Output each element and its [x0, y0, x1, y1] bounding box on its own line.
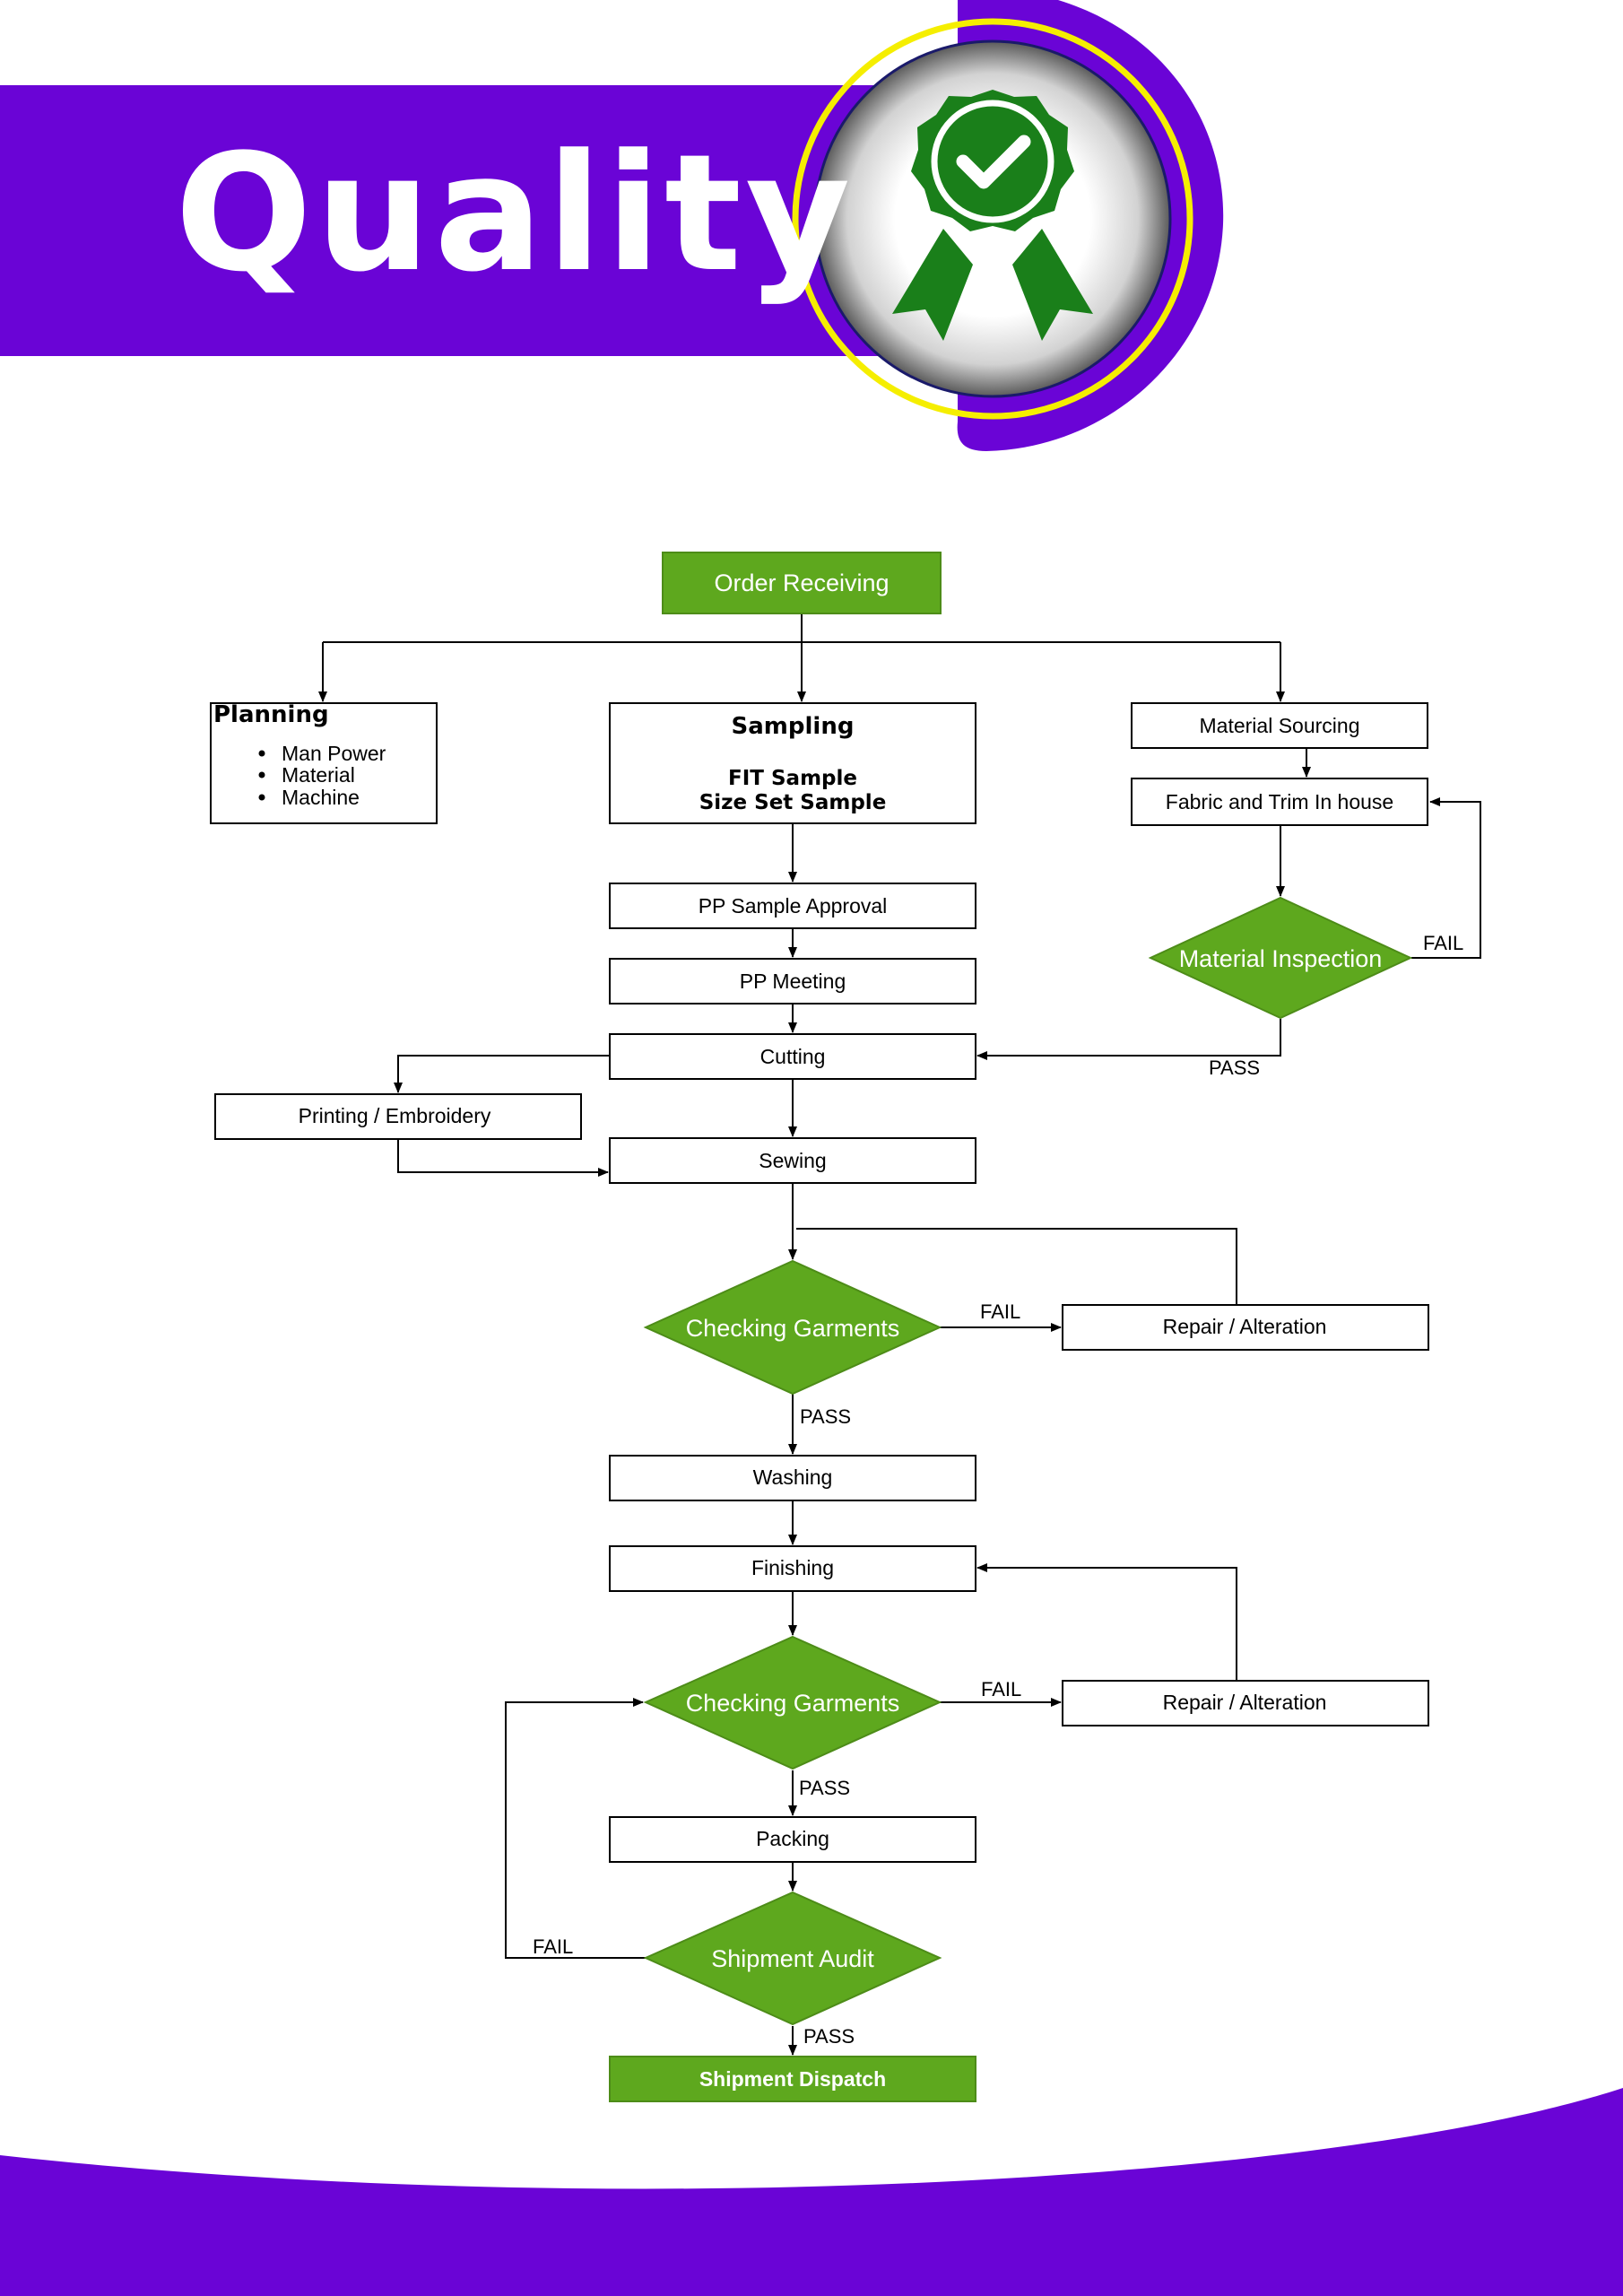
node-shipment-audit: Shipment Audit — [643, 1891, 942, 2026]
node-label: Packing — [756, 1827, 829, 1850]
node-finishing: Finishing — [609, 1545, 976, 1592]
sampling-line: Size Set Sample — [699, 791, 887, 814]
node-planning: Planning Man Power Material Machine — [210, 701, 438, 824]
node-label: Fabric and Trim In house — [1166, 790, 1393, 813]
node-repair-alteration-2: Repair / Alteration — [1062, 1680, 1429, 1726]
node-cutting: Cutting — [609, 1033, 976, 1080]
node-label: Shipment Audit — [711, 1945, 874, 1972]
sampling-title: Sampling — [732, 713, 855, 740]
node-material-sourcing: Material Sourcing — [1131, 702, 1428, 749]
node-pp-meeting: PP Meeting — [609, 958, 976, 1004]
connectors — [318, 613, 1481, 2056]
node-label: Printing / Embroidery — [299, 1104, 491, 1127]
node-label: Checking Garments — [686, 1690, 900, 1717]
node-repair-alteration-1: Repair / Alteration — [1062, 1304, 1429, 1351]
edge-label-fail: FAIL — [533, 1935, 573, 1958]
edge-label-pass: PASS — [1209, 1057, 1260, 1079]
node-packing: Packing — [609, 1816, 976, 1863]
edge-label-pass: PASS — [800, 1405, 851, 1428]
node-label: Repair / Alteration — [1163, 1315, 1327, 1338]
planning-title: Planning — [213, 701, 329, 728]
node-sewing: Sewing — [609, 1137, 976, 1184]
node-pp-sample-approval: PP Sample Approval — [609, 883, 976, 929]
node-label: PP Meeting — [740, 970, 846, 993]
node-label: Sewing — [759, 1149, 826, 1172]
node-printing-embroidery: Printing / Embroidery — [214, 1093, 582, 1140]
node-label: Checking Garments — [686, 1315, 900, 1342]
sampling-line: FIT Sample — [728, 767, 857, 790]
node-order-receiving: Order Receiving — [662, 552, 942, 614]
node-label: Repair / Alteration — [1163, 1691, 1327, 1714]
node-fabric-trim: Fabric and Trim In house — [1131, 778, 1428, 826]
page-title: Quality — [175, 120, 854, 308]
footer-wave — [0, 2088, 1623, 2296]
node-label: Cutting — [760, 1045, 826, 1068]
node-label: PP Sample Approval — [699, 894, 888, 918]
edge-label-fail: FAIL — [981, 1678, 1021, 1700]
header-band — [0, 85, 897, 356]
award-ribbon-check-icon — [892, 90, 1093, 341]
edge-label-fail: FAIL — [1423, 932, 1463, 954]
node-material-inspection: Material Inspection — [1148, 896, 1413, 1020]
edge-label-pass: PASS — [799, 1777, 850, 1799]
node-checking-garments-2: Checking Garments — [643, 1635, 942, 1770]
node-label: Material Sourcing — [1200, 714, 1360, 737]
node-label: Finishing — [751, 1556, 834, 1579]
edge-labels: FAIL PASS FAIL PASS FAIL PASS FAIL PASS — [533, 932, 1463, 2048]
edge-label-pass: PASS — [803, 2025, 855, 2048]
node-label: Washing — [753, 1465, 833, 1489]
node-label: Material Inspection — [1179, 945, 1383, 972]
node-sampling: Sampling FIT Sample Size Set Sample — [609, 702, 976, 824]
header: Quality — [0, 0, 1224, 451]
planning-item: Material — [282, 763, 355, 787]
node-washing: Washing — [609, 1455, 976, 1501]
node-checking-garments-1: Checking Garments — [643, 1259, 942, 1396]
node-label: Shipment Dispatch — [699, 2067, 886, 2091]
planning-item: Machine — [282, 786, 360, 809]
node-shipment-dispatch: Shipment Dispatch — [609, 2056, 976, 2102]
edge-label-fail: FAIL — [980, 1300, 1020, 1323]
planning-item: Man Power — [282, 742, 386, 765]
header-ring — [792, 18, 1193, 420]
node-label: Order Receiving — [714, 570, 889, 596]
